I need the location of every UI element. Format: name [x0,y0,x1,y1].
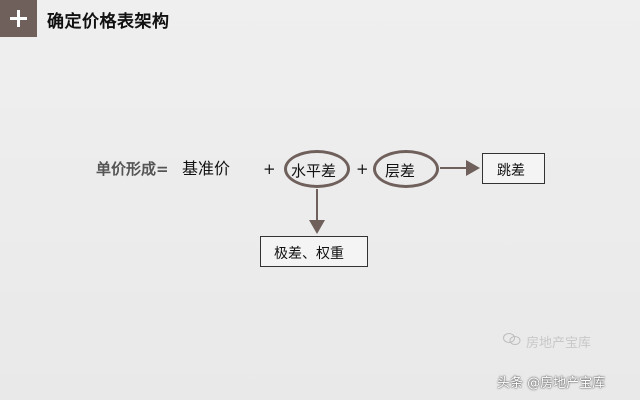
horizontal-diff-label: 水平差 [291,162,337,180]
range-weight-box [260,236,368,267]
floor-diff-label: 层差 [385,162,416,180]
watermark-text: 头条 @房地产宝库 [497,376,606,391]
page-title: 确定价格表架构 [47,12,170,32]
watermark-faint-text: 房地产宝库 [526,336,592,351]
plus-icon [0,0,37,37]
plus-operator-1: + [263,160,276,178]
floor-diff-oval [373,150,439,188]
range-weight-label: 极差、权重 [274,246,344,262]
wechat-icon [503,333,521,345]
formula-lhs: 单价形成= [96,160,169,178]
formula-base-price: 基准价 [182,159,231,178]
horizontal-diff-oval [284,150,350,188]
plus-operator-2: + [356,160,369,178]
jump-diff-box [482,153,545,184]
jump-diff-label: 跳差 [497,163,525,179]
